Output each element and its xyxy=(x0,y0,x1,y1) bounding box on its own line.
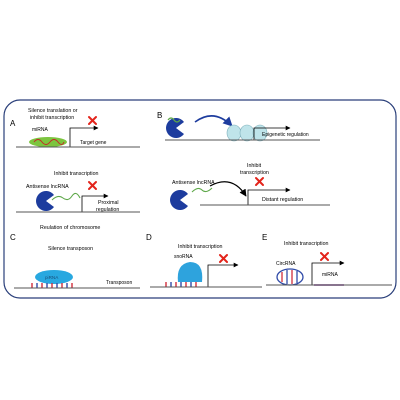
panel-c-caption: Silence transposon xyxy=(48,246,93,252)
transposon-label: Transposon xyxy=(106,280,132,286)
histone-icon xyxy=(226,124,268,142)
pirna-complex-icon xyxy=(35,270,73,284)
outer-frame xyxy=(3,99,397,299)
panel-a-caption-line2: inhibit transcription xyxy=(30,115,74,121)
panel-a-letter: A xyxy=(10,119,16,128)
pirna-label: piRNA xyxy=(45,275,59,280)
panel-c: C Silence transposon piRNA Transposon xyxy=(10,233,140,289)
mirna-complex-icon xyxy=(29,137,67,147)
snorna-complex-icon xyxy=(177,262,203,282)
base-pair-icon xyxy=(31,283,73,288)
panel-b-inhibit-line2: transcription xyxy=(240,170,269,176)
protein-pacman-icon xyxy=(166,118,184,138)
distant-arrow-icon xyxy=(209,181,247,197)
panel-a: A Silence translation or inhibit transcr… xyxy=(10,108,140,231)
panel-c-letter: C xyxy=(10,233,16,242)
tss-arrow-icon xyxy=(69,125,99,147)
lncrna-strand-icon xyxy=(51,192,81,201)
tss-arrow-icon xyxy=(81,193,109,212)
proximal-regulation-line2: regulation xyxy=(96,207,119,213)
lncrna-strand-icon xyxy=(167,117,181,123)
inhibit-x-icon xyxy=(255,177,264,186)
tss-arrow-icon xyxy=(247,187,291,205)
recruit-arrow-icon xyxy=(194,115,233,127)
distant-regulation-label: Distant regulation xyxy=(262,197,303,203)
panel-b-letter: B xyxy=(157,111,162,120)
target-gene-label: Target gene xyxy=(80,140,107,146)
tss-arrow-icon xyxy=(253,125,291,140)
mirna-target-label: miRNA xyxy=(322,272,338,278)
panel-b: B Epigenetic regulation Inhibit transcri… xyxy=(157,111,330,210)
panel-e: E Inhibit transcription CircRNA miRNA xyxy=(262,233,392,286)
circrna-label: CircRNA xyxy=(276,261,296,267)
antisense-lncrna-label: Antisense lncRNA xyxy=(26,184,69,190)
panel-b-inhibit-line1: Inhibit xyxy=(247,163,262,169)
proximal-regulation-line1: Proximal xyxy=(98,200,119,206)
inhibit-x-icon xyxy=(88,181,97,190)
lncrna-strand-icon xyxy=(191,187,213,193)
circrna-icon xyxy=(276,268,304,286)
panel-a-caption-line1: Silence translation or xyxy=(28,108,78,114)
epigenetic-regulation-label: Epigenetic regulation xyxy=(262,132,309,138)
panel-e-caption: Inhibit transcription xyxy=(284,241,329,247)
antisense-lncrna-label: Antisense lncRNA xyxy=(172,180,215,186)
chromosome-regulation-label: Reulation of chromosome xyxy=(40,225,100,231)
mirna-label: miRNA xyxy=(32,127,48,133)
panel-a-inhibit-caption: Inhibit transcription xyxy=(54,171,99,177)
panel-e-letter: E xyxy=(262,233,267,242)
inhibit-x-icon xyxy=(320,252,329,261)
inhibit-x-icon xyxy=(88,116,97,125)
protein-pacman-icon xyxy=(170,190,188,210)
inhibit-x-icon xyxy=(219,254,228,263)
panel-d-letter: D xyxy=(146,233,152,242)
protein-pacman-icon xyxy=(36,191,54,212)
panel-d: D Inhibit transcription snoRNA xyxy=(146,233,262,288)
base-pair-icon xyxy=(165,282,197,287)
tss-arrow-icon xyxy=(207,262,239,287)
snorna-label: snoRNA xyxy=(174,254,193,260)
panel-d-caption: Inhibit transcription xyxy=(178,244,223,250)
mirna-hairpin-icon xyxy=(33,139,65,145)
tss-arrow-icon xyxy=(311,260,345,285)
